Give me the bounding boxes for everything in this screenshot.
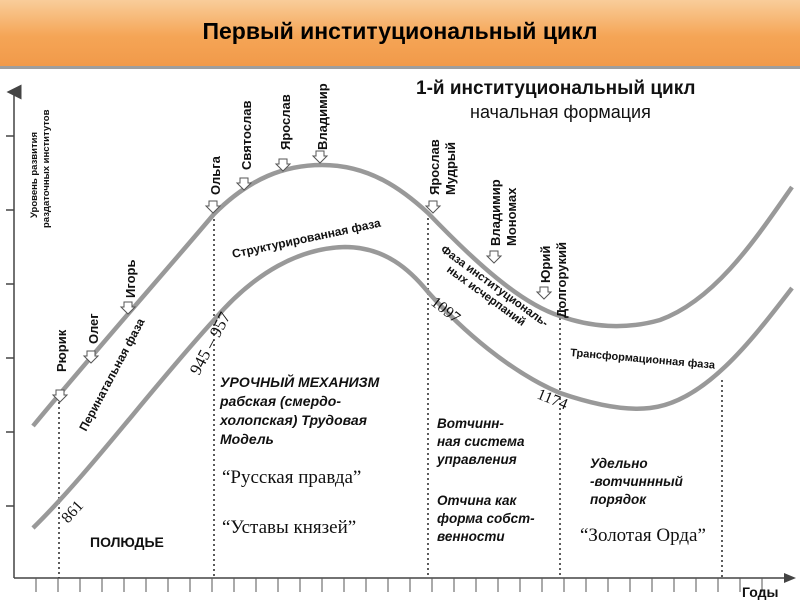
page-title: Первый институциональный цикл bbox=[202, 18, 598, 44]
ustavy-knyazey: “Уставы князей” bbox=[222, 517, 356, 538]
ruler-label-yaroslav: Ярослав bbox=[278, 94, 293, 150]
otchina-line3: венности bbox=[437, 529, 505, 544]
period-dividers bbox=[58, 213, 723, 578]
year-861: 861 bbox=[58, 497, 87, 526]
phase-transformation: Трансформационная фаза bbox=[570, 347, 717, 372]
ruler-label-svyatoslav: Святослав bbox=[239, 101, 254, 170]
mechanism-line2: рабская (смердо- bbox=[219, 393, 341, 409]
udelno-line1: Удельно bbox=[590, 456, 648, 471]
x-axis-ticks bbox=[35, 578, 763, 592]
year-1174: 1174 bbox=[535, 386, 570, 414]
ruler-label-rurik: Рюрик bbox=[54, 329, 69, 372]
y-axis-label-line1: Уровень развития bbox=[29, 132, 40, 218]
ruler-label-vladimir: Владимир bbox=[315, 83, 330, 150]
x-axis-label: Годы bbox=[742, 584, 778, 600]
banner-divider bbox=[0, 66, 800, 69]
otchina-line2: форма собст- bbox=[437, 511, 535, 526]
x-axis-arrow bbox=[784, 573, 796, 583]
otchina-line1: Отчина как bbox=[437, 493, 518, 508]
ruler-label-yaroslav-mudry-1: Ярослав bbox=[427, 139, 442, 195]
polyudye-label: ПОЛЮДЬЕ bbox=[90, 534, 164, 550]
ruler-label-yury-dolgoruky-1: Юрий bbox=[538, 246, 553, 283]
ruler-label-yury-dolgoruky-2: Долгорукий bbox=[554, 242, 569, 318]
udelno-line3: порядок bbox=[590, 492, 647, 507]
y-axis-ticks bbox=[6, 135, 14, 507]
mechanism-line4: Модель bbox=[220, 431, 274, 447]
ruler-label-olga: Ольга bbox=[208, 155, 223, 195]
ruler-label-igor: Игорь bbox=[123, 260, 138, 298]
lower-curve bbox=[31, 244, 794, 530]
ruler-label-yaroslav-mudry-2: Мудрый bbox=[443, 142, 458, 195]
diagram-subtitle: начальная формация bbox=[470, 102, 651, 122]
udelno-line2: -вотчиннный bbox=[590, 474, 684, 489]
votchinnaya-line2: ная система bbox=[437, 434, 525, 449]
ruler-label-oleg: Олег bbox=[86, 313, 101, 344]
y-axis-label-line2: раздаточных институтов bbox=[41, 109, 52, 228]
mechanism-line1: УРОЧНЫЙ МЕХАНИЗМ bbox=[220, 373, 380, 390]
ruler-label-vladimir-monomakh-1: Владимир bbox=[488, 179, 503, 246]
votchinnaya-line3: управления bbox=[436, 452, 517, 467]
russkaya-pravda: “Русская правда” bbox=[222, 467, 361, 488]
mechanism-line3: холопская) Трудовая bbox=[219, 412, 367, 428]
ruler-label-vladimir-monomakh-2: Мономах bbox=[504, 187, 519, 246]
upper-curve bbox=[31, 162, 794, 428]
diagram-title: 1-й институциональный цикл bbox=[416, 78, 696, 99]
title-banner: Первый институциональный цикл bbox=[0, 0, 800, 66]
votchinnaya-line1: Вотчинн- bbox=[437, 416, 504, 431]
zolotaya-orda: “Золотая Орда” bbox=[580, 525, 706, 546]
